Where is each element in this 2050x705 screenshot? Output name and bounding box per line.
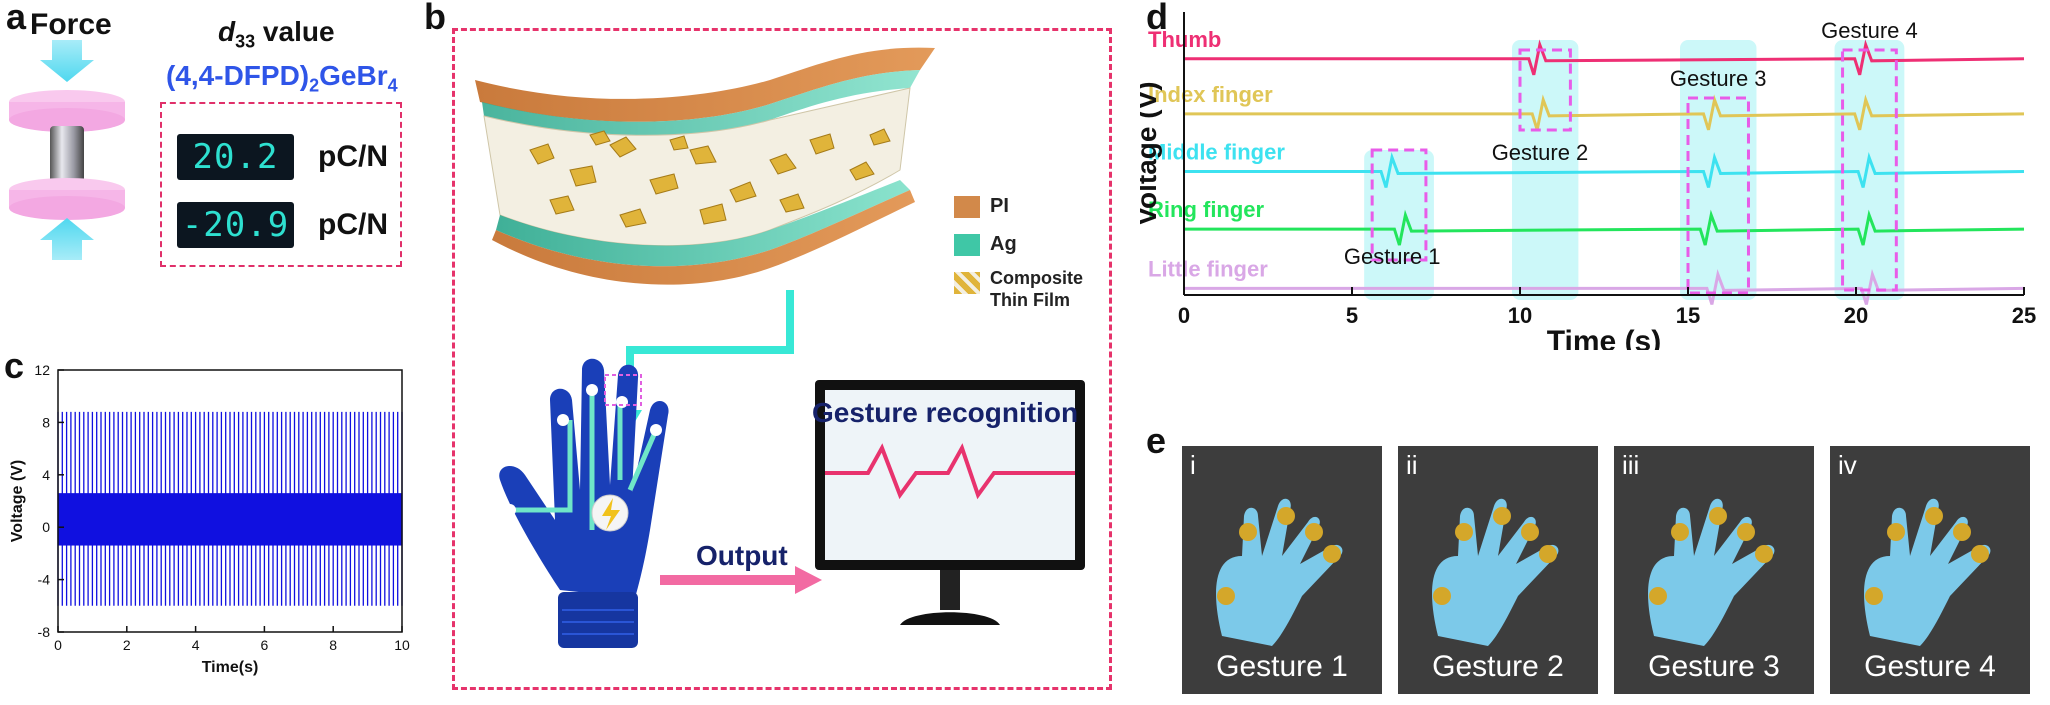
x-tick-label: 0 xyxy=(54,637,62,653)
x-tick-label: 10 xyxy=(1508,303,1532,328)
piezo-cylinder-illustration xyxy=(9,40,125,260)
d33-heading: d33 value xyxy=(218,16,335,52)
y-axis-label: Voltage (V) xyxy=(1140,81,1162,225)
signal-trace xyxy=(1184,94,2025,131)
gesture-highlight xyxy=(1512,40,1579,300)
x-tick-label: 6 xyxy=(261,637,269,653)
ag-top-layer xyxy=(482,70,920,136)
d33-unit-positive: pC/N xyxy=(318,140,388,173)
force-label: Force xyxy=(30,8,112,41)
x-tick-label: 20 xyxy=(1844,303,1868,328)
y-tick-label: 4 xyxy=(42,467,50,483)
gesture-photo-1: i Gesture 1 xyxy=(1182,446,1382,694)
plot-frame xyxy=(57,369,403,633)
signal-trace xyxy=(1184,268,2025,305)
y-tick-label: 12 xyxy=(34,362,50,378)
voltage-pulses xyxy=(57,411,403,606)
legend-label-composite-1: Composite xyxy=(990,268,1084,288)
gesture-label: Gesture 3 xyxy=(1670,66,1767,91)
signal-trace xyxy=(1184,39,2025,76)
photo-caption: Gesture 4 xyxy=(1864,650,1996,683)
signal-trace xyxy=(1184,152,2025,188)
x-tick-label: 5 xyxy=(1346,303,1358,328)
pi-top-layer xyxy=(475,47,935,122)
y-tick-label: 0 xyxy=(42,519,50,535)
photo-index: ii xyxy=(1406,450,1418,480)
gesture-label: Gesture 2 xyxy=(1492,140,1589,165)
legend-swatch-ag xyxy=(954,234,980,256)
force-arrow-bottom xyxy=(40,218,94,260)
y-axis-label: Voltage (V) xyxy=(9,460,26,542)
photo-index: iv xyxy=(1838,450,1857,480)
glove-hand-image xyxy=(1864,498,1991,646)
gesture-photo-4: iv Gesture 4 xyxy=(1830,446,2030,694)
gesture-highlight xyxy=(1364,150,1434,300)
glove-monitor-illustration xyxy=(499,290,1085,648)
d33-unit-negative: pC/N xyxy=(318,208,388,241)
panel-label-d: d xyxy=(1146,0,1168,37)
signal-trace xyxy=(1184,209,2025,246)
y-tick-label: -8 xyxy=(38,624,51,640)
legend-swatch-pi xyxy=(954,196,980,218)
x-tick-label: 15 xyxy=(1676,303,1700,328)
legend-label-pi: PI xyxy=(990,195,1009,217)
y-tick-label: 8 xyxy=(42,414,50,430)
x-axis-label: Time (s) xyxy=(1547,325,1661,350)
photo-caption: Gesture 3 xyxy=(1648,650,1780,683)
gesture-highlight xyxy=(1834,40,1905,300)
force-arrow-top xyxy=(40,40,94,82)
x-axis-label: Time(s) xyxy=(202,659,259,676)
x-tick-label: 8 xyxy=(329,637,337,653)
d33-dashed-box xyxy=(160,102,402,267)
output-label: Output xyxy=(696,540,788,571)
legend-label-composite-2: Thin Film xyxy=(990,290,1070,310)
glove-hand-image xyxy=(1432,498,1559,646)
x-tick-label: 0 xyxy=(1178,303,1190,328)
photo-caption: Gesture 2 xyxy=(1432,650,1564,683)
panel-label-e: e xyxy=(1146,420,1167,461)
monitor-icon xyxy=(815,380,1085,625)
glove-hand-image xyxy=(1648,498,1775,646)
connector-line xyxy=(626,290,794,420)
gesture-box xyxy=(1841,48,1898,292)
pi-bottom-layer xyxy=(492,190,915,285)
gesture-photo-2: ii Gesture 2 xyxy=(1398,446,1598,694)
y-tick-label: -4 xyxy=(38,572,51,588)
series-label: Ring finger xyxy=(1148,197,1265,222)
d33-display-positive: 20.2 xyxy=(177,134,294,180)
series-label: Little finger xyxy=(1148,256,1268,281)
series-label: Middle finger xyxy=(1148,139,1285,164)
gesture-box xyxy=(1370,148,1428,262)
gold-flakes xyxy=(529,128,891,228)
photo-index: i xyxy=(1190,450,1196,480)
gesture-label: Gesture 4 xyxy=(1821,18,1918,43)
legend-swatch-composite xyxy=(954,272,980,294)
legend-label-ag: Ag xyxy=(990,233,1017,255)
ag-bottom-layer xyxy=(496,180,910,267)
gesture-recognition-title: Gesture recognition xyxy=(812,397,1079,428)
series-label: Index finger xyxy=(1148,82,1273,107)
glove-icon xyxy=(499,358,669,648)
gesture-label: Gesture 1 xyxy=(1344,244,1441,269)
panel-b-frame xyxy=(452,28,1112,690)
photo-caption: Gesture 1 xyxy=(1216,650,1348,683)
panel-label-a: a xyxy=(6,0,27,37)
compound-formula: (4,4-DFPD)2GeBr4 xyxy=(166,60,398,96)
x-tick-label: 10 xyxy=(394,637,410,653)
panel-label-c: c xyxy=(4,345,25,386)
x-tick-label: 4 xyxy=(192,637,200,653)
x-tick-label: 2 xyxy=(123,637,131,653)
d33-display-negative: -20.9 xyxy=(177,202,294,248)
photo-index: iii xyxy=(1622,450,1640,480)
composite-film-illustration xyxy=(475,47,935,285)
panel-label-b: b xyxy=(424,0,446,37)
gesture-box xyxy=(1518,48,1572,132)
x-tick-label: 25 xyxy=(2012,303,2036,328)
gesture-photo-3: iii Gesture 3 xyxy=(1614,446,1814,694)
glove-hand-image xyxy=(1216,498,1343,646)
